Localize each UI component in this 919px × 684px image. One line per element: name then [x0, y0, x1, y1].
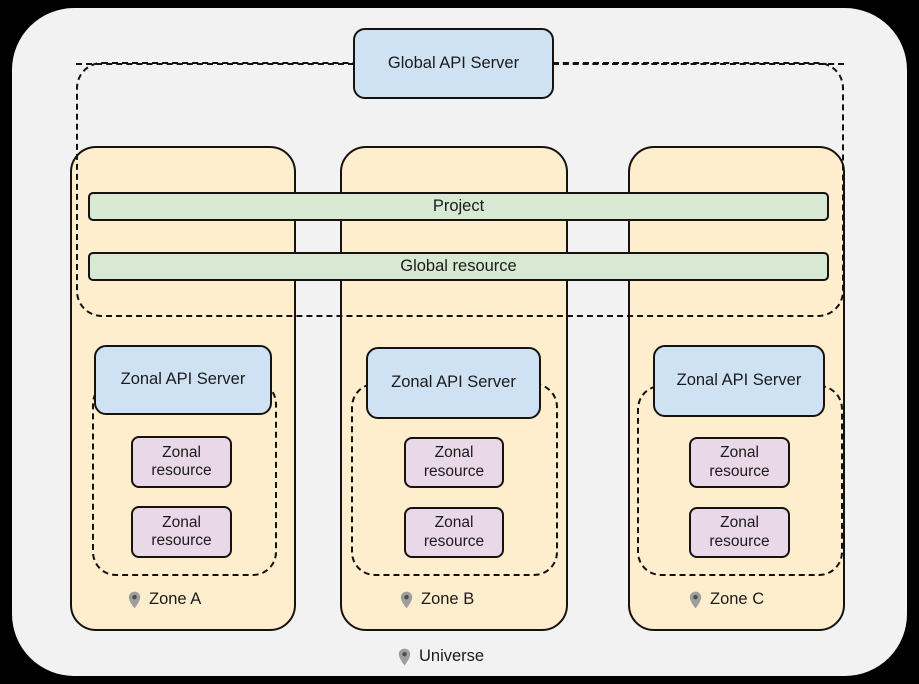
zone-c-label: Zone C	[689, 590, 764, 609]
zone-b-api-server-label: Zonal API Server	[391, 373, 516, 392]
zone-b-resource-1-label: Zonal resource	[423, 444, 485, 480]
zone-c-resource-1-label: Zonal resource	[709, 444, 770, 480]
zone-a-resource-1-label: Zonal resource	[151, 443, 212, 479]
global-connector-left	[76, 63, 354, 65]
map-pin-icon	[689, 591, 702, 608]
universe-label-text: Universe	[419, 647, 485, 665]
zone-c-label-text: Zone C	[710, 590, 765, 608]
zone-c-api-server-label: Zonal API Server	[676, 371, 802, 390]
map-pin-icon	[400, 591, 413, 608]
zone-c-api-server[interactable]: Zonal API Server	[653, 345, 825, 417]
global-connector-right	[553, 63, 844, 65]
zone-c-resource-1[interactable]: Zonal resource	[689, 437, 790, 488]
zone-b-label-text: Zone B	[421, 590, 475, 608]
zone-a-label: Zone A	[128, 590, 201, 609]
zone-c-resource-2-label: Zonal resource	[709, 514, 770, 550]
shared-bar-global-resource-label: Global resource	[400, 256, 517, 275]
zone-b-resource-2-label: Zonal resource	[423, 514, 485, 550]
zone-a-resource-2-label: Zonal resource	[151, 513, 212, 549]
shared-bar-project-label: Project	[432, 196, 485, 215]
global-api-server[interactable]: Global API Server	[353, 28, 554, 99]
zone-b-resource-1[interactable]: Zonal resource	[404, 437, 504, 488]
zone-c-resource-2[interactable]: Zonal resource	[689, 507, 790, 558]
zone-b-api-server[interactable]: Zonal API Server	[366, 347, 541, 419]
map-pin-icon	[128, 591, 141, 608]
global-api-server-label: Global API Server	[387, 53, 520, 72]
zone-a-resource-1[interactable]: Zonal resource	[131, 436, 232, 488]
zone-a-api-server[interactable]: Zonal API Server	[94, 345, 272, 415]
zone-a-resource-2[interactable]: Zonal resource	[131, 506, 232, 558]
shared-bar-project[interactable]: Project	[88, 192, 829, 221]
zone-a-label-text: Zone A	[149, 590, 202, 608]
zone-b-resource-2[interactable]: Zonal resource	[404, 507, 504, 558]
shared-bar-global-resource[interactable]: Global resource	[88, 252, 829, 281]
universe-label: Universe	[398, 647, 484, 666]
zone-a-api-server-label: Zonal API Server	[120, 370, 246, 389]
zone-b-label: Zone B	[400, 590, 474, 609]
map-pin-icon	[398, 648, 411, 665]
